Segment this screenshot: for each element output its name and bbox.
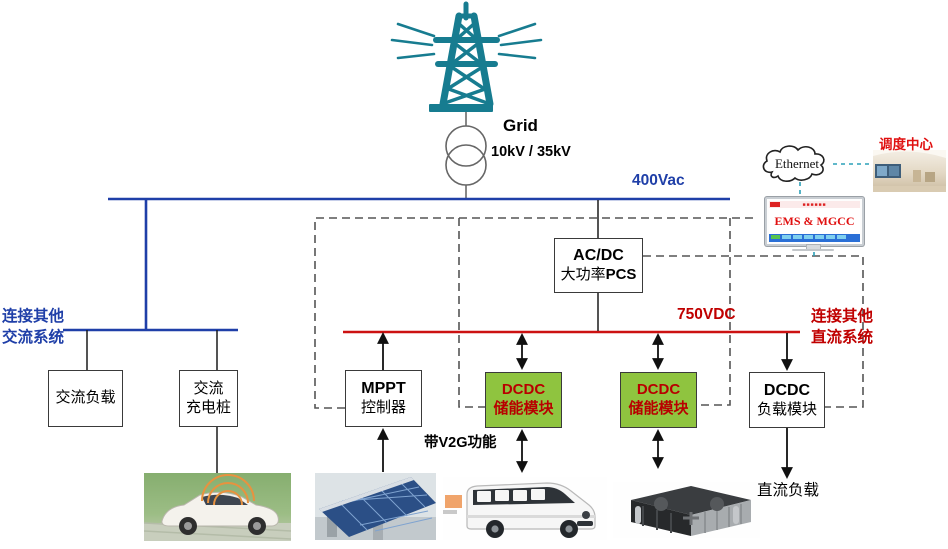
monitor-base (792, 249, 834, 251)
dcdc-storage1-label-line2: 储能模块 (493, 400, 554, 417)
v2g-van-photo (443, 477, 607, 540)
dcdc-storage-box-1[interactable]: DCDC 储能模块 (485, 372, 562, 428)
ac-bus-voltage-label: 400Vac (632, 172, 685, 189)
acdc-pcs-label-prefix: 大功率 (560, 266, 606, 284)
ems-title: EMS & MGCC (774, 214, 855, 228)
ac-link-note: 连接其他 交流系统 (2, 306, 64, 348)
acdc-pcs-label-line2: 大功率PCS (561, 266, 637, 285)
dc-link-note: 连接其他 直流系统 (811, 306, 873, 348)
monitor-frame: ■■■■■■ EMS & MGCC (765, 197, 864, 246)
acdc-pcs-box[interactable]: AC/DC 大功率PCS (554, 238, 643, 293)
ac-charger-box[interactable]: 交流 充电桩 (179, 370, 238, 427)
screen-logo (770, 202, 780, 207)
transformer-icon (445, 125, 487, 186)
acdc-pcs-label-bold: PCS (605, 266, 637, 284)
ac-link-note-line2: 交流系统 (2, 329, 65, 346)
dcdc-load-box[interactable]: DCDC 负载模块 (749, 372, 825, 428)
monitor-screen: ■■■■■■ EMS & MGCC (769, 201, 860, 242)
ac-charger-label-line2: 充电桩 (185, 398, 231, 416)
ac-charger-label-line1: 交流 (193, 379, 224, 397)
dc-load-label: 直流负载 (757, 482, 820, 499)
dcdc-storage-box-2[interactable]: DCDC 储能模块 (620, 372, 697, 428)
grid-voltage-label: 10kV / 35kV (491, 144, 571, 160)
grid-label: Grid (503, 116, 538, 135)
battery-pack-photo (613, 482, 760, 538)
dcdc-storage1-label-line1: DCDC (501, 381, 546, 399)
dc-link-note-line2: 直流系统 (811, 329, 874, 346)
ac-load-box[interactable]: 交流负载 (48, 370, 123, 427)
ethernet-cloud-icon (762, 145, 825, 182)
screen-banner: ■■■■■■ (769, 201, 860, 208)
black-connectors (86, 200, 599, 473)
dc-bus-voltage-label: 750VDC (677, 306, 736, 323)
comm-dashed-lines (314, 217, 864, 409)
dcdc-load-label-line1: DCDC (763, 381, 811, 399)
dcdc-load-label-line2: 负载模块 (756, 400, 817, 418)
screen-taskbar (769, 234, 860, 242)
ems-monitor: ■■■■■■ EMS & MGCC (765, 197, 864, 253)
mppt-label-line1: MPPT (361, 380, 406, 398)
arrow-connectors (377, 331, 793, 480)
mppt-label-line2: 控制器 (360, 399, 406, 417)
ac-load-label: 交流负载 (55, 389, 116, 407)
ethernet-label: Ethernet (774, 156, 820, 171)
ac-bus-lines (63, 197, 730, 332)
solar-panel-photo (315, 473, 436, 540)
dcdc-storage2-label-line2: 储能模块 (628, 400, 689, 417)
acdc-pcs-label-line1: AC/DC (573, 247, 624, 265)
ac-link-note-line1: 连接其他 (2, 308, 65, 325)
mppt-controller-box[interactable]: MPPT 控制器 (345, 370, 422, 427)
transmission-tower-icon (390, 1, 543, 112)
dcdc-storage2-label-line1: DCDC (636, 381, 681, 399)
dispatch-center-photo (873, 150, 946, 192)
dc-link-note-line1: 连接其他 (811, 308, 874, 325)
v2g-note: 带V2G功能 (424, 435, 497, 451)
dispatch-center-label: 调度中心 (879, 137, 933, 152)
ev-car-photo (144, 473, 291, 541)
